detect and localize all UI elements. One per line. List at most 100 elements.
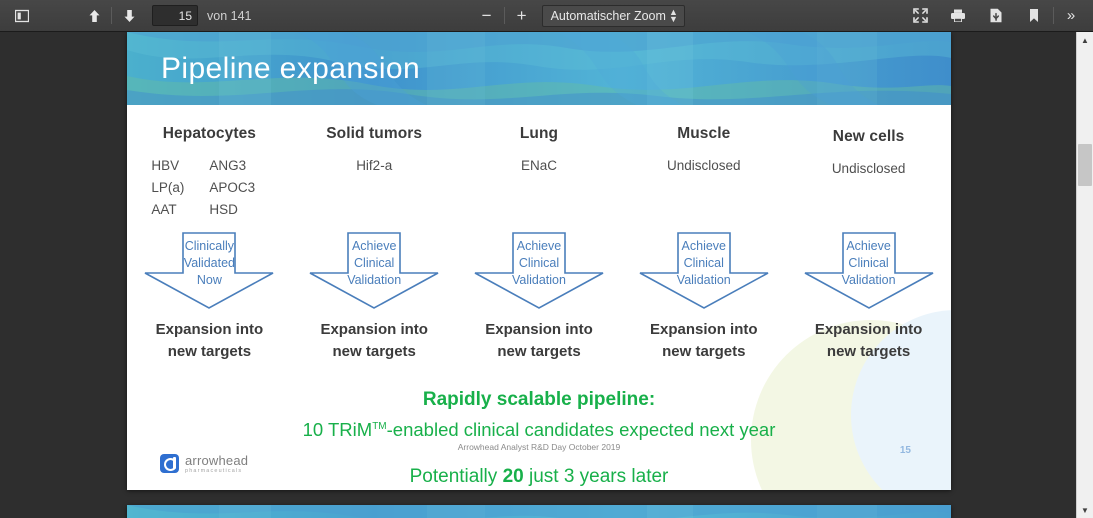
pdf-page-16 xyxy=(127,505,951,518)
slide-footer-caption: Arrowhead Analyst R&D Day October 2019 xyxy=(457,442,621,452)
column-title: Solid tumors xyxy=(326,125,423,142)
column-targets: Undisclosed xyxy=(667,155,741,177)
target-name: AAT xyxy=(151,202,177,217)
expansion-line: new targets xyxy=(497,343,581,360)
bookmark-button[interactable] xyxy=(1020,4,1048,28)
logo-company-tagline: pharmaceuticals xyxy=(185,467,243,474)
summary-line-2: 10 TRiMTM-enabled clinical candidates ex… xyxy=(127,413,951,444)
arrow-label-line: Validation xyxy=(676,273,731,287)
target-name: Hif2-a xyxy=(356,158,393,173)
toolbar-divider xyxy=(111,7,112,24)
scrollbar-thumb[interactable] xyxy=(1078,144,1092,186)
summary-line3-after: just 3 years later xyxy=(523,466,669,488)
expansion-label: Expansion into new targets xyxy=(786,319,951,363)
expansion-line: Expansion into xyxy=(320,321,428,338)
sidebar-toggle-icon[interactable] xyxy=(8,4,36,28)
arrowhead-logo: arrowhead pharmaceuticals xyxy=(160,454,248,474)
target-name: ANG3 xyxy=(209,158,247,173)
pdf-toolbar: von 141 − + Automatischer Zoom ▲▼ xyxy=(0,0,1093,32)
expansion-line: Expansion into xyxy=(814,321,923,338)
summary-line3-before: Potentially xyxy=(409,466,503,488)
vertical-scrollbar[interactable]: ▲ ▼ xyxy=(1076,32,1093,518)
page-number-input[interactable] xyxy=(152,5,198,26)
more-tools-button[interactable]: » xyxy=(1057,4,1085,28)
arrow-label-line: Validated xyxy=(183,256,235,270)
zoom-in-label: + xyxy=(516,6,527,25)
target-name: APOC3 xyxy=(209,180,256,195)
slide-page-number: 15 xyxy=(899,445,911,456)
arrow-label-line: Validation xyxy=(347,273,402,287)
print-button[interactable] xyxy=(944,4,972,28)
scroll-down-icon[interactable]: ▼ xyxy=(1077,502,1093,518)
zoom-out-button[interactable]: − xyxy=(473,4,501,28)
zoom-out-label: − xyxy=(481,6,492,25)
summary-line3-bold: 20 xyxy=(502,466,524,488)
arrowhead-logo-icon xyxy=(160,454,179,474)
toolbar-divider-3 xyxy=(1053,7,1054,24)
summary-headline-colon: : xyxy=(648,389,656,410)
slide-header-banner: Pipeline expansion xyxy=(127,32,951,105)
column-title: Lung xyxy=(519,125,559,142)
expansion-label: Expansion into new targets xyxy=(621,319,786,363)
next-page-button[interactable] xyxy=(115,4,143,28)
arrow-label-line: Validation xyxy=(511,273,566,287)
next-header-wave-decoration xyxy=(127,505,951,518)
trademark-superscript: TM xyxy=(372,421,387,432)
summary-line2-before: 10 TRiM xyxy=(302,419,373,441)
expansion-line: new targets xyxy=(662,343,746,360)
page-total-label: von 141 xyxy=(207,8,252,23)
target-name: Undisclosed xyxy=(831,161,906,176)
expansion-line: new targets xyxy=(826,343,911,360)
presentation-mode-button[interactable] xyxy=(906,4,934,28)
arrow-label-line: Achieve xyxy=(516,239,562,253)
target-name: ENaC xyxy=(520,158,557,173)
target-name: HBV xyxy=(151,158,180,173)
summary-line-3: Potentially 20 just 3 years later xyxy=(127,464,951,490)
expansion-line: new targets xyxy=(332,343,416,360)
arrow-label-line: Validation xyxy=(841,273,896,287)
zoom-in-button[interactable]: + xyxy=(508,4,536,28)
arrow-label-line: Clinical xyxy=(354,256,395,270)
arrow-label-line: Achieve xyxy=(351,239,397,253)
summary-line2-after: -enabled clinical candidates expected ne… xyxy=(386,419,776,441)
more-tools-label: » xyxy=(1066,7,1076,24)
target-name: HSD xyxy=(209,202,238,217)
column-title: New cells xyxy=(832,128,905,145)
summary-headline-text: Rapidly scalable pipeline xyxy=(422,389,649,410)
column-title: Muscle xyxy=(677,125,731,142)
summary-headline: Rapidly scalable pipeline: xyxy=(127,387,951,413)
arrow-label-line: Achieve xyxy=(846,239,891,253)
next-slide-header-banner xyxy=(127,505,951,518)
expansion-line: Expansion into xyxy=(650,321,758,338)
arrow-label-line: Clinical xyxy=(518,256,560,270)
previous-page-button[interactable] xyxy=(80,4,108,28)
target-name: LP(a) xyxy=(151,180,185,195)
scroll-up-icon[interactable]: ▲ xyxy=(1077,32,1093,48)
arrow-label-line: Clinically xyxy=(184,239,235,253)
zoom-level-select[interactable]: Automatischer Zoom ▲▼ xyxy=(541,4,685,27)
summary-block: Rapidly scalable pipeline: 10 TRiMTM-ena… xyxy=(127,387,951,490)
expansion-label: Expansion into new targets xyxy=(292,319,457,363)
arrow-label-line: Clinical xyxy=(683,256,724,270)
download-button[interactable] xyxy=(982,4,1010,28)
zoom-level-value: Automatischer Zoom xyxy=(550,8,666,23)
arrow-label-line: Achieve xyxy=(681,239,727,253)
arrowhead-logo-text: arrowhead pharmaceuticals xyxy=(185,454,248,474)
toolbar-divider-2 xyxy=(503,7,505,24)
